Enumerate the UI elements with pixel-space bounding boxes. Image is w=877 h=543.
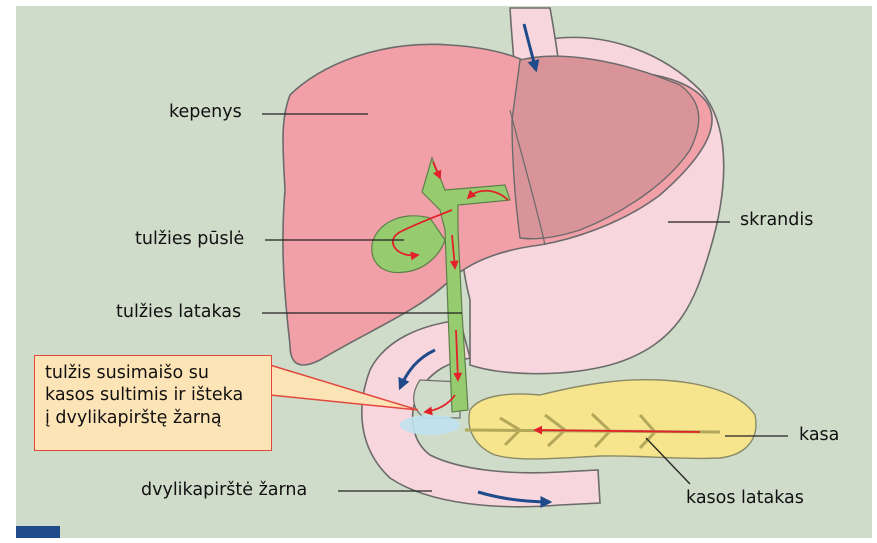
corner-marker [16,526,60,538]
callout-line-1: tulžis susimaišo su [45,362,271,384]
label-liver: kepenys [169,104,242,122]
callout-box: tulžis susimaišo su kasos sultimis ir iš… [34,355,272,451]
callout-line-2: kasos sultimis ir išteka [45,384,271,406]
label-pancreatic-duct: kasos latakas [686,490,804,508]
mixing-zone [400,415,460,435]
label-bile-duct: tulžies latakas [116,304,241,322]
callout-line-3: į dvylikapirštę žarną [45,407,271,429]
label-gallbladder: tulžies pūslė [135,231,244,249]
label-pancreas: kasa [799,427,839,445]
label-duodenum: dvylikapirštė žarna [141,482,307,500]
label-stomach: skrandis [740,212,813,230]
